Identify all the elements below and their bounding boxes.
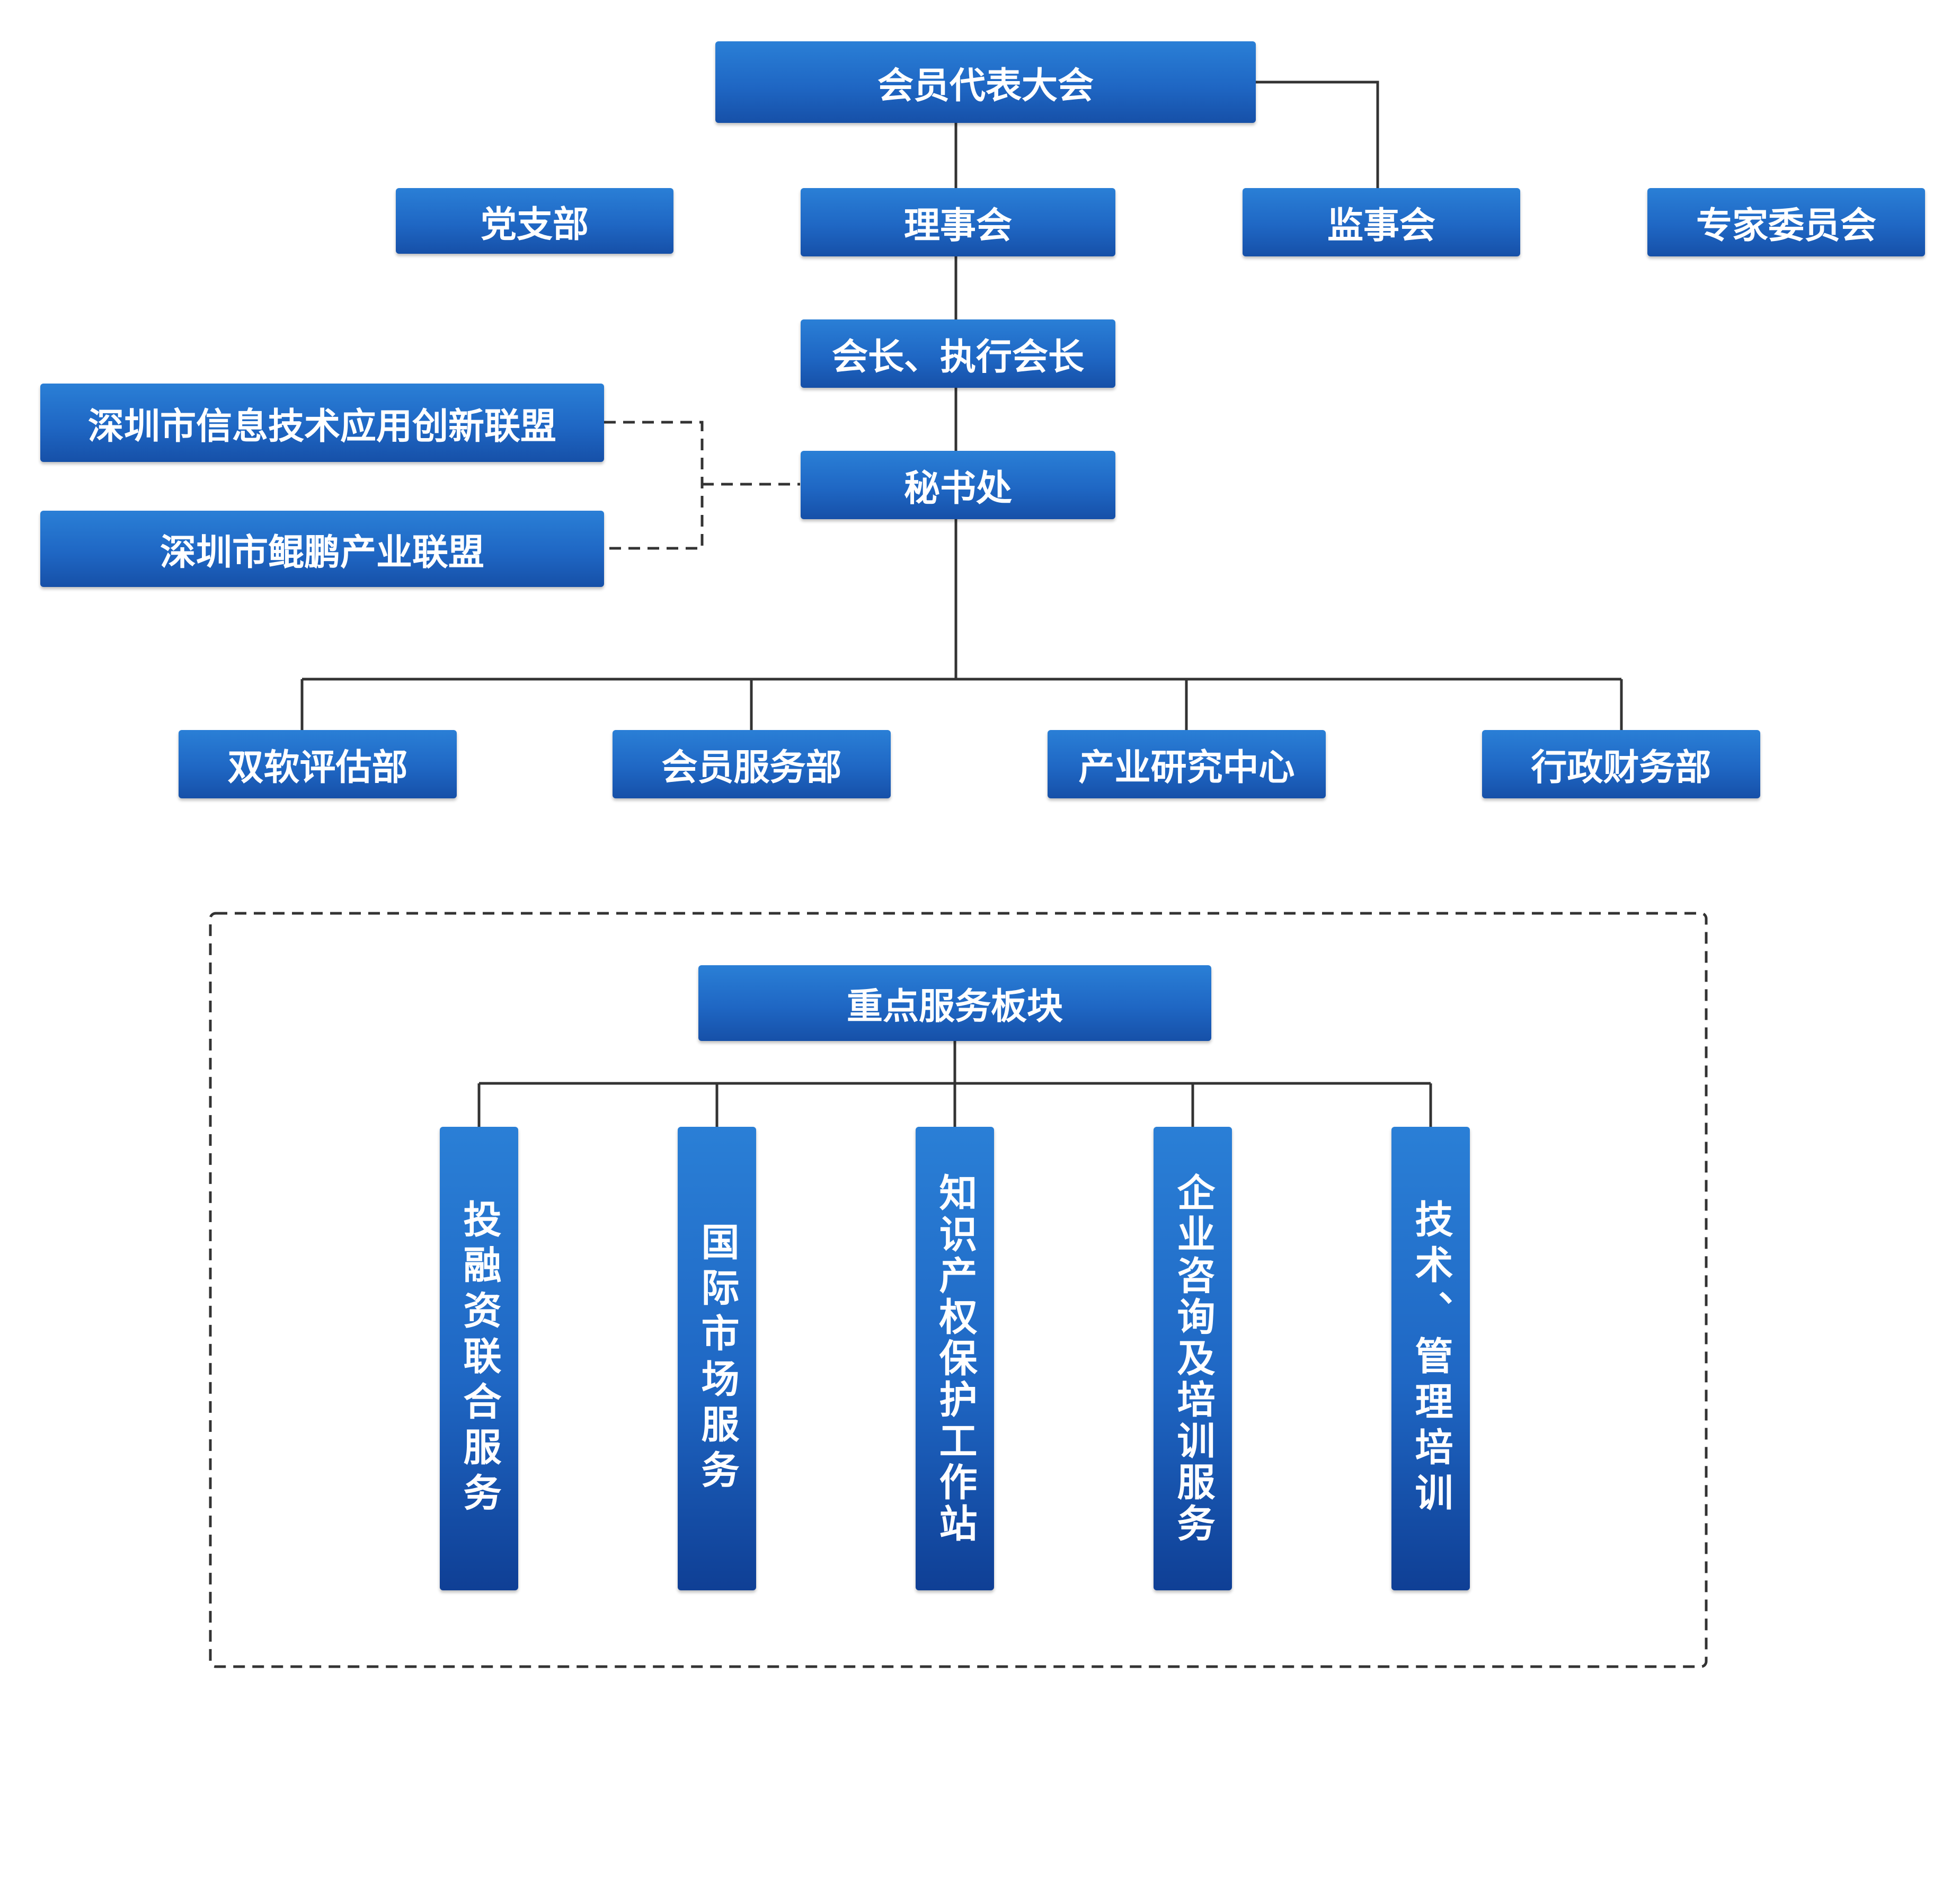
general-assembly-box: 会员代表大会 <box>715 41 1256 123</box>
service-item-box: 企业咨询及培训服务 <box>1154 1127 1232 1590</box>
department-box: 双软评估部 <box>179 730 457 798</box>
alliance-it-box: 深圳市信息技术应用创新联盟 <box>40 384 604 462</box>
service-item-label: 国际市场服务 <box>695 1222 739 1496</box>
party-branch-box: 党支部 <box>396 188 673 254</box>
service-item-box: 国际市场服务 <box>678 1127 756 1590</box>
department-box: 产业研究中心 <box>1048 730 1326 798</box>
presidents-box: 会长、执行会长 <box>801 319 1115 388</box>
service-item-box: 投融资联合服务 <box>440 1127 518 1590</box>
services-frame <box>209 912 1708 1668</box>
line-assembly-supervisors <box>1256 81 1379 188</box>
alliance-kunpeng-box: 深圳市鲲鹏产业联盟 <box>40 511 604 587</box>
services-title-box: 重点服务板块 <box>698 965 1211 1041</box>
service-item-label: 技术、管理培训 <box>1408 1199 1453 1518</box>
board-box: 理事会 <box>801 188 1115 256</box>
supervisors-box: 监事会 <box>1243 188 1520 256</box>
department-box: 会员服务部 <box>613 730 891 798</box>
service-item-label: 知识产权保护工作站 <box>933 1172 977 1545</box>
service-item-label: 投融资联合服务 <box>457 1199 501 1518</box>
secretariat-box: 秘书处 <box>801 451 1115 519</box>
department-box: 行政财务部 <box>1482 730 1760 798</box>
service-item-box: 知识产权保护工作站 <box>916 1127 994 1590</box>
service-item-label: 企业咨询及培训服务 <box>1170 1172 1215 1545</box>
line-alliance-it <box>604 421 704 550</box>
experts-box: 专家委员会 <box>1647 188 1925 256</box>
service-item-box: 技术、管理培训 <box>1391 1127 1470 1590</box>
